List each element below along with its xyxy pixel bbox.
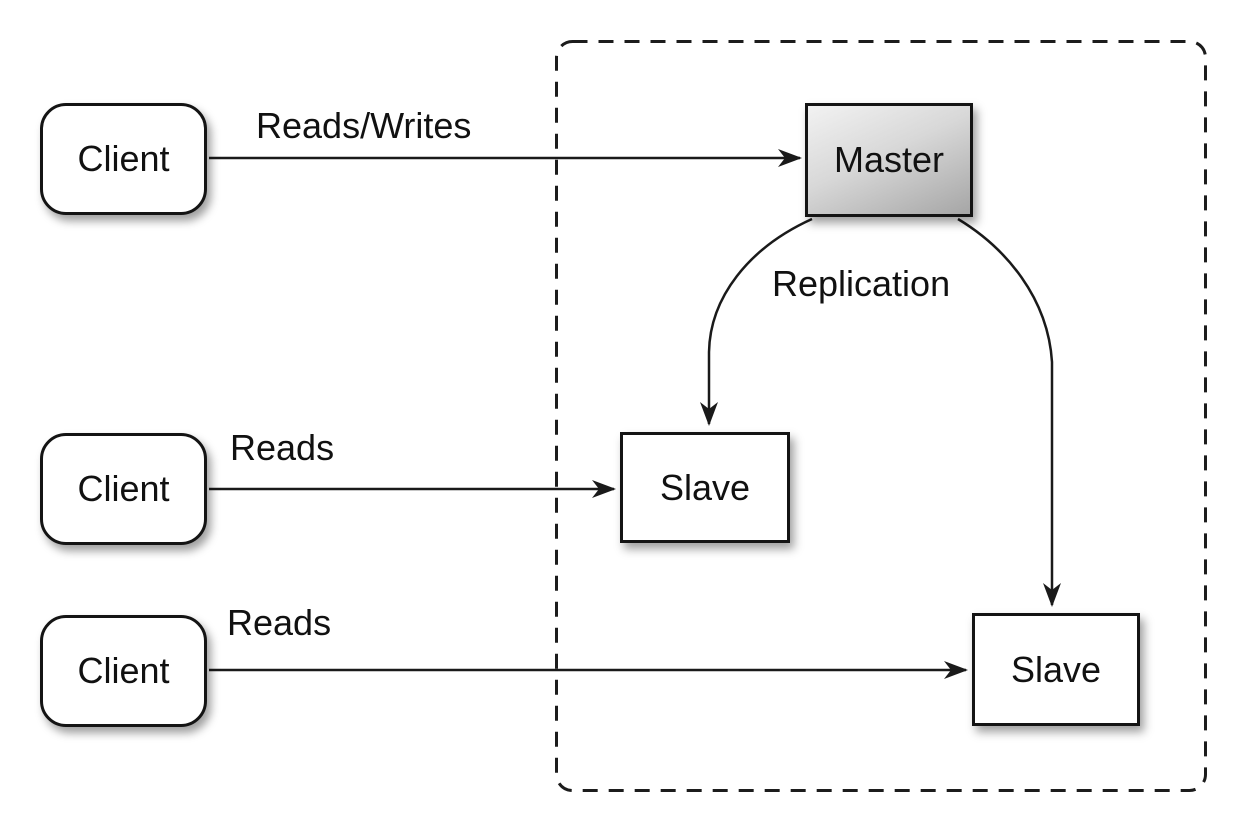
client-node-middle-label: Client [77,468,170,509]
reads-middle-label: Reads [230,427,335,468]
slave-node-right-label: Slave [1010,648,1102,690]
replication-arrow-right [957,217,1061,607]
slave-node-left: Slave [620,432,790,543]
slave-node-left-label: Slave [659,466,751,508]
master-node-label: Master [833,139,945,180]
master-node: Master [805,103,973,217]
reads-writes-label: Reads/Writes [256,105,472,146]
replication-arrow-left [700,217,813,426]
client-node-bottom-label: Client [77,650,170,691]
reads-bottom-label: Reads [227,602,332,643]
slave-node-right: Slave [972,613,1140,726]
client-node-top: Client [40,103,207,215]
client-node-top-label: Client [77,138,170,179]
client-node-middle: Client [40,433,207,545]
replication-label: Replication [772,263,951,304]
replication-group-boundary [555,40,1207,792]
client-node-bottom: Client [40,615,207,727]
